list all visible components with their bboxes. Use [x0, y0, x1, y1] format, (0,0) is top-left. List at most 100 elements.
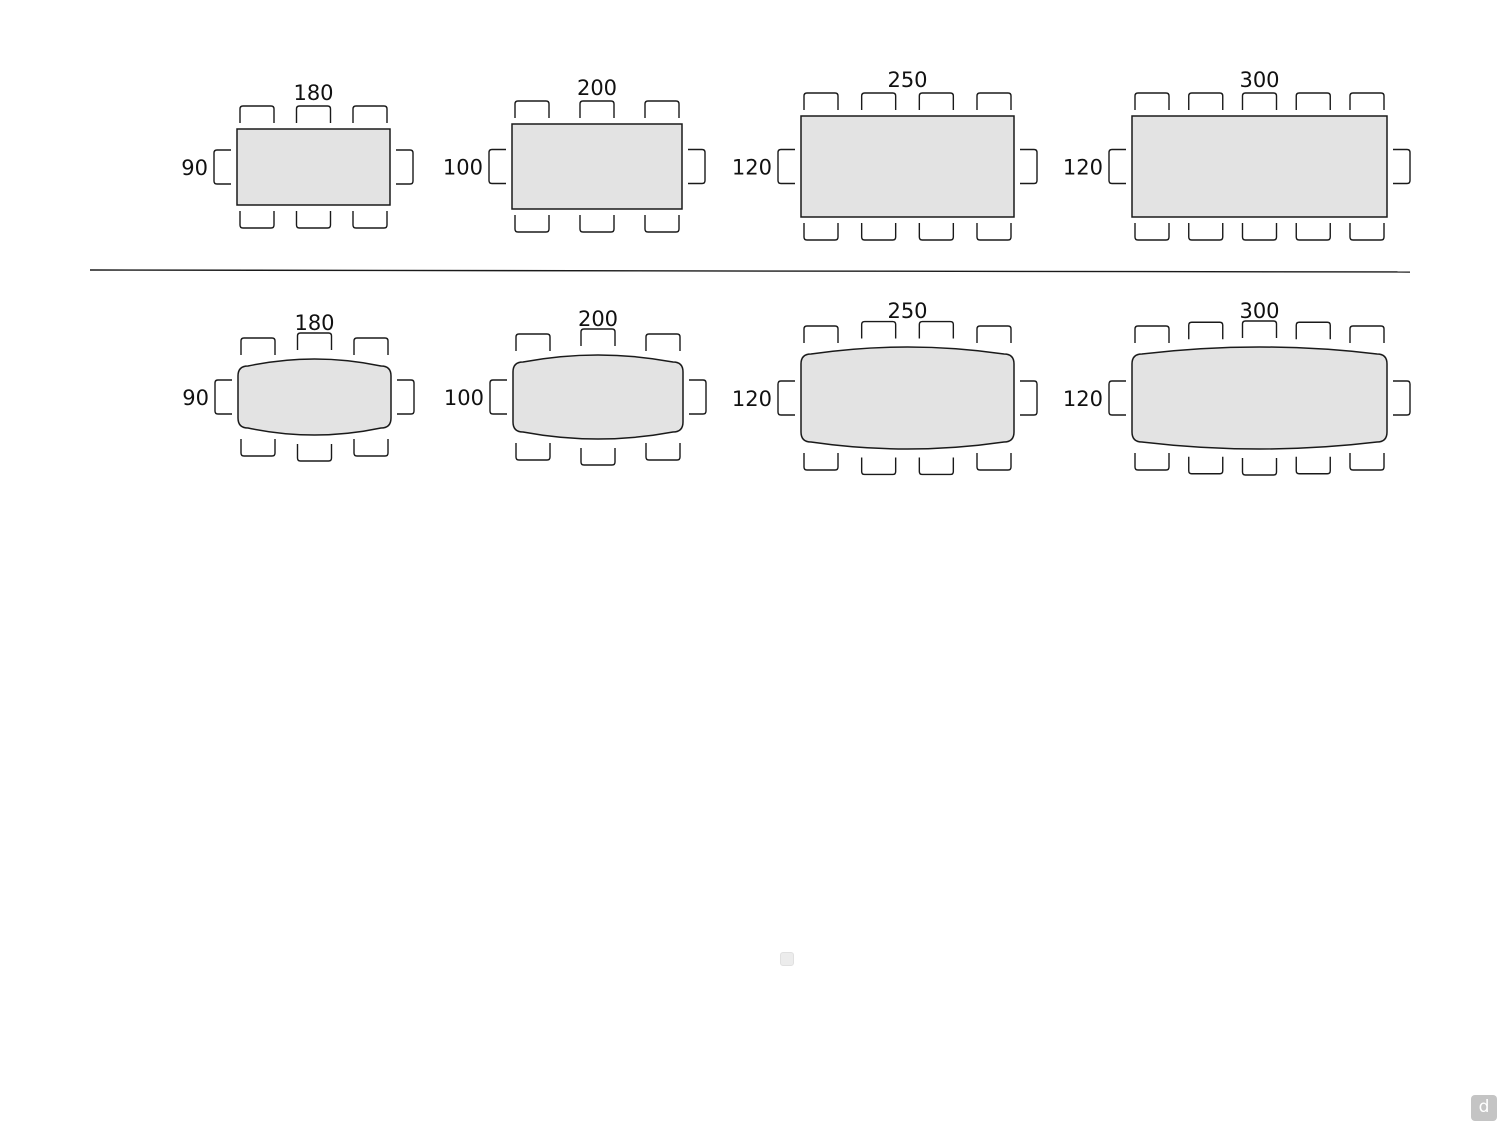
length-label: 180: [294, 311, 334, 335]
length-label: 200: [577, 76, 617, 100]
chair-bottom: [918, 223, 955, 241]
chair-bottom: [1295, 223, 1331, 241]
chair-end-left: [488, 148, 506, 185]
width-label: 100: [444, 386, 484, 410]
chair-top: [239, 105, 275, 123]
chair-top: [514, 100, 550, 118]
table-top: [236, 128, 391, 206]
row-divider: [89, 269, 1411, 273]
table-row-barrel: 180 90 200 100 250 120 300 120: [182, 299, 1411, 476]
chair-bottom: [976, 453, 1012, 471]
width-label: 120: [732, 387, 772, 411]
width-label: 90: [181, 156, 208, 180]
chair-end-right: [396, 149, 414, 185]
chair-top: [1349, 92, 1385, 110]
chair-top: [515, 333, 551, 351]
chair-bottom: [1134, 223, 1170, 241]
table-top: [511, 123, 683, 210]
chair-bottom: [296, 444, 333, 462]
chair-top: [1241, 320, 1278, 338]
chair-top: [352, 105, 388, 123]
chair-top: [860, 320, 897, 339]
width-label: 120: [732, 156, 772, 180]
table-barrel-250x120: 250 120: [732, 299, 1038, 476]
chair-bottom: [514, 215, 550, 233]
chair-bottom: [353, 439, 389, 457]
chair-top: [579, 100, 615, 118]
chair-bottom: [240, 439, 276, 457]
chair-end-right: [1020, 148, 1038, 185]
chair-top: [645, 333, 681, 351]
chair-top: [1188, 92, 1224, 110]
chair-end-right: [397, 379, 415, 415]
chair-top: [1295, 92, 1331, 110]
chair-bottom: [976, 223, 1012, 241]
chair-top: [1134, 92, 1170, 110]
length-label: 250: [887, 68, 927, 92]
chair-bottom: [1241, 458, 1278, 476]
chair-top: [1349, 325, 1385, 343]
chair-top: [580, 328, 616, 346]
length-label: 200: [578, 307, 618, 331]
table-top: [1131, 115, 1388, 218]
length-label: 250: [887, 299, 927, 323]
chair-bottom: [1188, 456, 1224, 475]
length-label: 300: [1239, 299, 1279, 323]
table-rectangular-300x120: 300 120: [1063, 68, 1411, 241]
table-top: [1131, 346, 1388, 450]
chair-bottom: [295, 211, 332, 229]
table-barrel-300x120: 300 120: [1063, 299, 1411, 476]
chair-top: [918, 320, 955, 339]
table-top: [512, 354, 684, 440]
chair-top: [976, 325, 1012, 343]
width-label: 120: [1063, 387, 1103, 411]
chair-bottom: [1188, 223, 1224, 241]
width-label: 90: [182, 386, 209, 410]
table-row-rectangular: 180 90 200 100 250 120 300 120: [181, 68, 1411, 241]
chair-bottom: [1295, 456, 1331, 475]
width-label: 120: [1063, 156, 1103, 180]
chair-end-right: [1020, 380, 1038, 416]
table-top: [800, 115, 1015, 218]
table-barrel-200x100: 200 100: [444, 307, 707, 466]
chair-top: [803, 92, 839, 110]
chair-top: [803, 325, 839, 343]
length-label: 180: [293, 81, 333, 105]
chair-bottom: [860, 223, 897, 241]
table-rectangular-200x100: 200 100: [443, 76, 706, 233]
chair-top: [644, 100, 680, 118]
chair-bottom: [579, 215, 615, 233]
chair-bottom: [1241, 223, 1278, 241]
chair-end-right: [1393, 380, 1411, 416]
chair-top: [296, 332, 333, 350]
chair-top: [1188, 321, 1224, 340]
chair-bottom: [918, 457, 955, 476]
chair-top: [860, 92, 897, 110]
chair-top: [295, 105, 332, 123]
chair-bottom: [1349, 453, 1385, 471]
chair-top: [353, 337, 389, 355]
chair-end-left: [213, 149, 231, 185]
chair-bottom: [580, 448, 616, 466]
chair-end-right: [688, 148, 706, 185]
chair-end-left: [214, 379, 232, 415]
chair-end-left: [777, 148, 795, 185]
table-rectangular-250x120: 250 120: [732, 68, 1038, 241]
table-rectangular-180x90: 180 90: [181, 81, 414, 229]
chair-bottom: [239, 211, 275, 229]
table-barrel-180x90: 180 90: [182, 311, 415, 462]
length-label: 300: [1239, 68, 1279, 92]
chair-bottom: [515, 443, 551, 461]
table-top: [237, 358, 392, 436]
chair-top: [1134, 325, 1170, 343]
chair-top: [240, 337, 276, 355]
chair-end-left: [489, 379, 507, 415]
center-marker: [780, 952, 794, 966]
width-label: 100: [443, 156, 483, 180]
chair-end-left: [1108, 148, 1126, 185]
chair-end-left: [1108, 380, 1126, 416]
chair-bottom: [803, 453, 839, 471]
chair-top: [1241, 92, 1278, 110]
chair-top: [1295, 321, 1331, 340]
